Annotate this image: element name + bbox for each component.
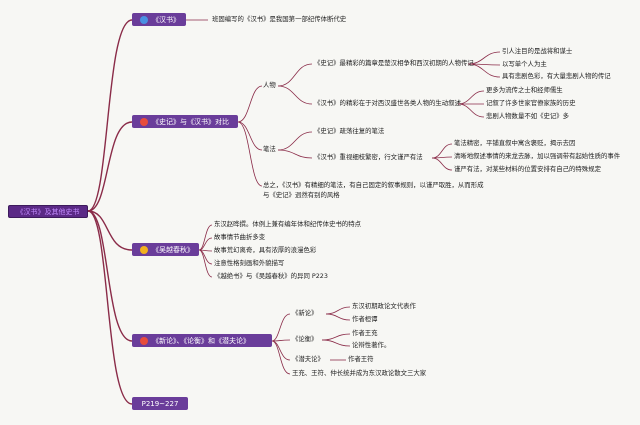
branch-wuyue[interactable]: 《吴越春秋》	[132, 243, 199, 256]
compare-summary: 总之，《汉书》有精细的笔法，有自己固定的叙事规则，以谨严取胜，从而形成	[263, 181, 484, 189]
renwu-hanshu: 《汉书》的精彩在于对西汉盛世各类人物的生动叙述	[314, 99, 461, 107]
branch-compare-label: 《史记》与《汉书》对比	[152, 117, 229, 126]
branch-pages[interactable]: P219~227	[132, 397, 188, 410]
hanshu-desc: 班固编写的《汉书》是我国第一部纪传体断代史	[212, 15, 347, 23]
qianfu-label: 《潜夫论》	[292, 355, 324, 363]
branch-wuyue-label: 《吴越春秋》	[152, 245, 194, 254]
branch-xinlun-label: 《新论》、《论衡》和《潜夫论》	[152, 336, 250, 345]
renwu-hanshu-item: 悲剧人物数量不如《史记》多	[486, 112, 570, 120]
trophy-icon	[140, 245, 148, 254]
wuyue-item: 《越绝书》与《吴越春秋》的异同 P223	[214, 272, 328, 280]
lunheng-item: 论辩性著作。	[352, 341, 391, 349]
bifa-hanshu: 《汉书》重视细枝繁密，行文谨严有法	[314, 153, 423, 161]
bifa-label: 笔法	[263, 145, 276, 153]
renwu-label: 人物	[263, 81, 276, 89]
xinlun-summary: 王充、王符、仲长统并成为东汉政论散文三大家	[292, 369, 427, 377]
renwu-hanshu-item: 记叙了许多世家官僚家族的历史	[486, 99, 576, 107]
connector-root-wuyue	[87, 210, 133, 251]
connector-root-hanshu	[87, 19, 133, 212]
xinlun-item: 作者桓谭	[352, 315, 378, 323]
bifa-hanshu-item: 笔法精密，平铺直叙中寓含褒贬，揭示去因	[454, 139, 576, 147]
qianfu-author: 作者王符	[348, 355, 374, 363]
xinlun-label: 《新论》	[292, 309, 318, 317]
wuyue-item: 故事情节曲折多变	[214, 233, 266, 241]
lunheng-item: 作者王充	[352, 329, 378, 337]
info-icon	[140, 15, 148, 24]
lunheng-label: 《论衡》	[292, 335, 318, 343]
branch-hanshu-label: 《汉书》	[152, 15, 180, 24]
bifa-hanshu-item: 清晰地叙述事情的来龙去脉，加以强调带有起始性质的事件	[454, 152, 621, 160]
renwu-shiji-item: 引人注目的是战将和谋士	[502, 47, 573, 55]
branch-hanshu[interactable]: 《汉书》	[132, 13, 186, 26]
flag-icon	[140, 117, 148, 126]
xinlun-item: 东汉初期政论文代表作	[352, 302, 416, 310]
root-label: 《汉书》及其他史书	[16, 207, 80, 216]
compare-summary-2: 与《史记》迥然有别的风格	[263, 191, 340, 199]
renwu-shiji-item: 以写单个人为主	[502, 60, 547, 68]
renwu-shiji: 《史记》最精彩的篇章是楚汉相争和西汉初期的人物传记	[314, 59, 474, 67]
connector-root-xinlun	[87, 210, 133, 342]
connector-root-pages	[87, 210, 133, 405]
renwu-shiji-item: 具有悲剧色彩，有大量悲剧人物的传记	[502, 72, 611, 80]
renwu-hanshu-item: 更多为流传之士和经师儒生	[486, 86, 563, 94]
branch-compare[interactable]: 《史记》与《汉书》对比	[132, 115, 238, 128]
bifa-hanshu-item: 谨严有法，对某些材料的位置安排有自己的特殊规定	[454, 165, 601, 173]
wuyue-item: 东汉赵晔撰。体例上兼有编年体和纪传体史书的特点	[214, 220, 361, 228]
branch-xinlun[interactable]: 《新论》、《论衡》和《潜夫论》	[132, 334, 272, 347]
bifa-shiji: 《史记》疏荡往复的笔法	[314, 127, 385, 135]
connector-root-compare	[87, 121, 133, 212]
wuyue-item: 故事荒幻离奇，具有浓厚的浪漫色彩	[214, 246, 317, 254]
root-node[interactable]: 《汉书》及其他史书	[8, 205, 88, 218]
branch-pages-label: P219~227	[141, 399, 179, 408]
wuyue-item: 注意性格刻画和外貌描写	[214, 259, 285, 267]
flag-icon	[140, 336, 148, 345]
